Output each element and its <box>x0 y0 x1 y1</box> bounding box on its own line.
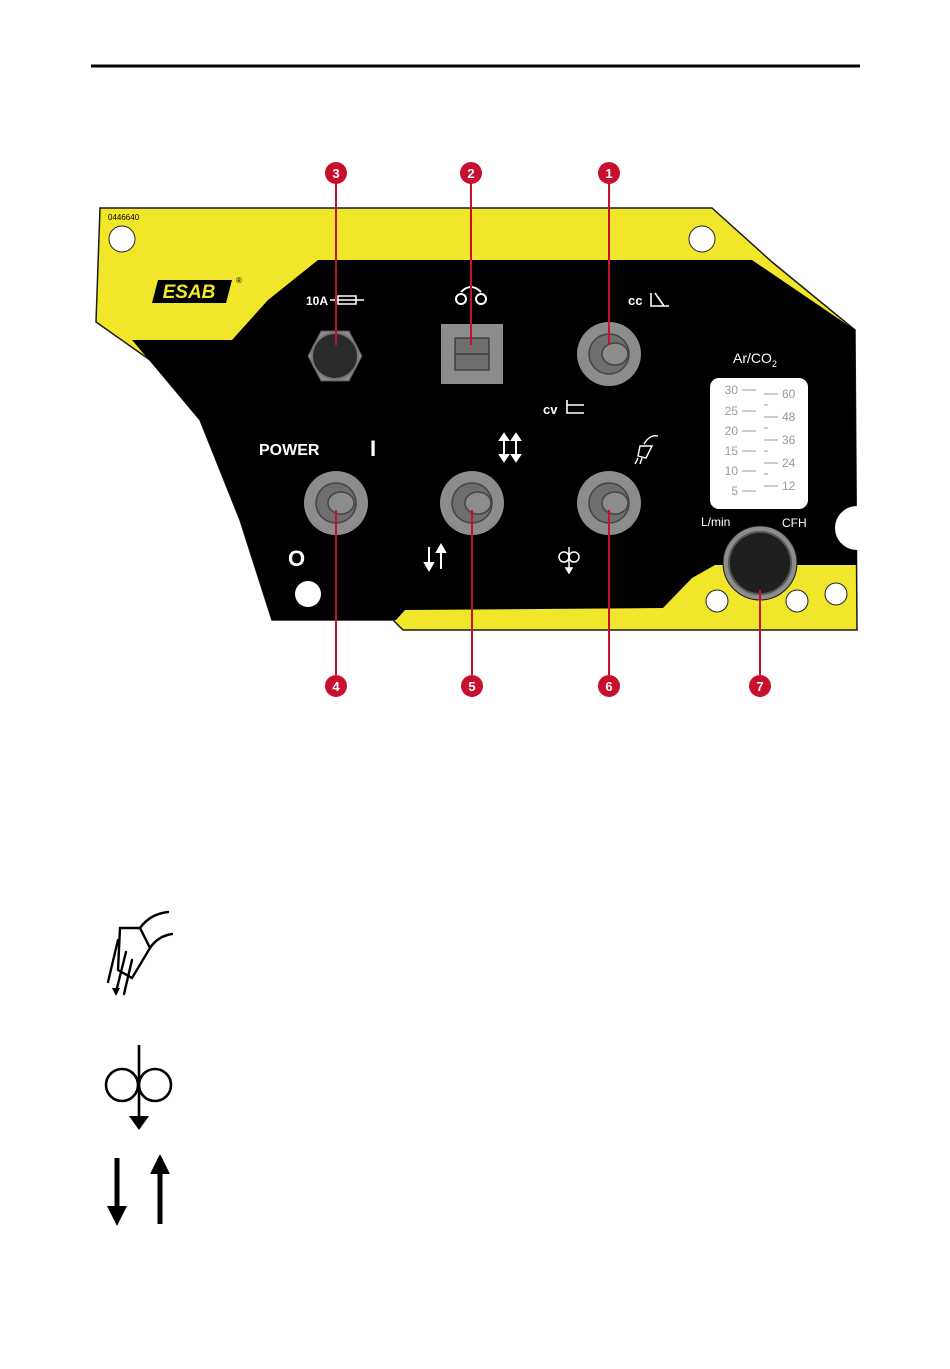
fuse-label: 10A <box>306 294 328 308</box>
callout-badge: 1 <box>598 162 620 184</box>
flow-scale-lmin: 20 <box>725 424 739 438</box>
mount-hole <box>109 226 135 252</box>
wire-feed-icon <box>106 1045 171 1130</box>
mount-hole <box>706 590 728 612</box>
lmin-label: L/min <box>701 515 730 529</box>
mount-hole <box>786 590 808 612</box>
flow-scale-lmin: 5 <box>731 484 738 498</box>
flowmeter-scale: 30 25 20 15 10 5 60 48 36 24 12 <box>710 378 808 509</box>
callout-number: 3 <box>332 166 339 181</box>
flow-scale-cfh: 24 <box>782 456 796 470</box>
cv-label: cv <box>543 402 558 417</box>
callout-number: 6 <box>605 679 612 694</box>
flow-scale-lmin: 25 <box>725 404 739 418</box>
flow-scale-lmin: 30 <box>725 383 739 397</box>
gas-label-sub: 2 <box>772 359 777 369</box>
callout-number: 2 <box>467 166 474 181</box>
callout-badge: 4 <box>325 675 347 697</box>
mount-hole <box>689 226 715 252</box>
callout-number: 7 <box>756 679 763 694</box>
callout-number: 5 <box>468 679 475 694</box>
callout-number: 1 <box>605 166 612 181</box>
inch-arrows-icon <box>107 1154 170 1226</box>
callout-badge: 5 <box>461 675 483 697</box>
power-on-label: I <box>370 436 376 461</box>
callout-badge: 7 <box>749 675 771 697</box>
flow-scale-cfh: 36 <box>782 433 796 447</box>
flow-scale-cfh: 60 <box>782 387 796 401</box>
mount-hole <box>295 581 321 607</box>
power-off-label: O <box>288 546 305 571</box>
side-notch <box>835 506 879 550</box>
callout-badge: 3 <box>325 162 347 184</box>
callout-badge: 6 <box>598 675 620 697</box>
flow-scale-cfh: 48 <box>782 410 796 424</box>
callout-number: 4 <box>332 679 340 694</box>
part-number: 0446640 <box>108 213 140 222</box>
flow-scale-cfh: 12 <box>782 479 796 493</box>
gas-flow-knob[interactable] <box>723 526 797 600</box>
power-label: POWER <box>259 442 320 459</box>
cfh-label: CFH <box>782 516 807 530</box>
gas-label-main: Ar/CO <box>733 350 772 366</box>
torch-icon <box>108 912 172 996</box>
flow-scale-lmin: 15 <box>725 444 739 458</box>
esab-logo-text: ESAB <box>163 282 216 303</box>
flow-scale-lmin: 10 <box>725 464 739 478</box>
cc-label: cc <box>628 293 642 308</box>
callout-badge: 2 <box>460 162 482 184</box>
mount-hole <box>825 583 847 605</box>
registered-mark: ® <box>236 276 242 285</box>
